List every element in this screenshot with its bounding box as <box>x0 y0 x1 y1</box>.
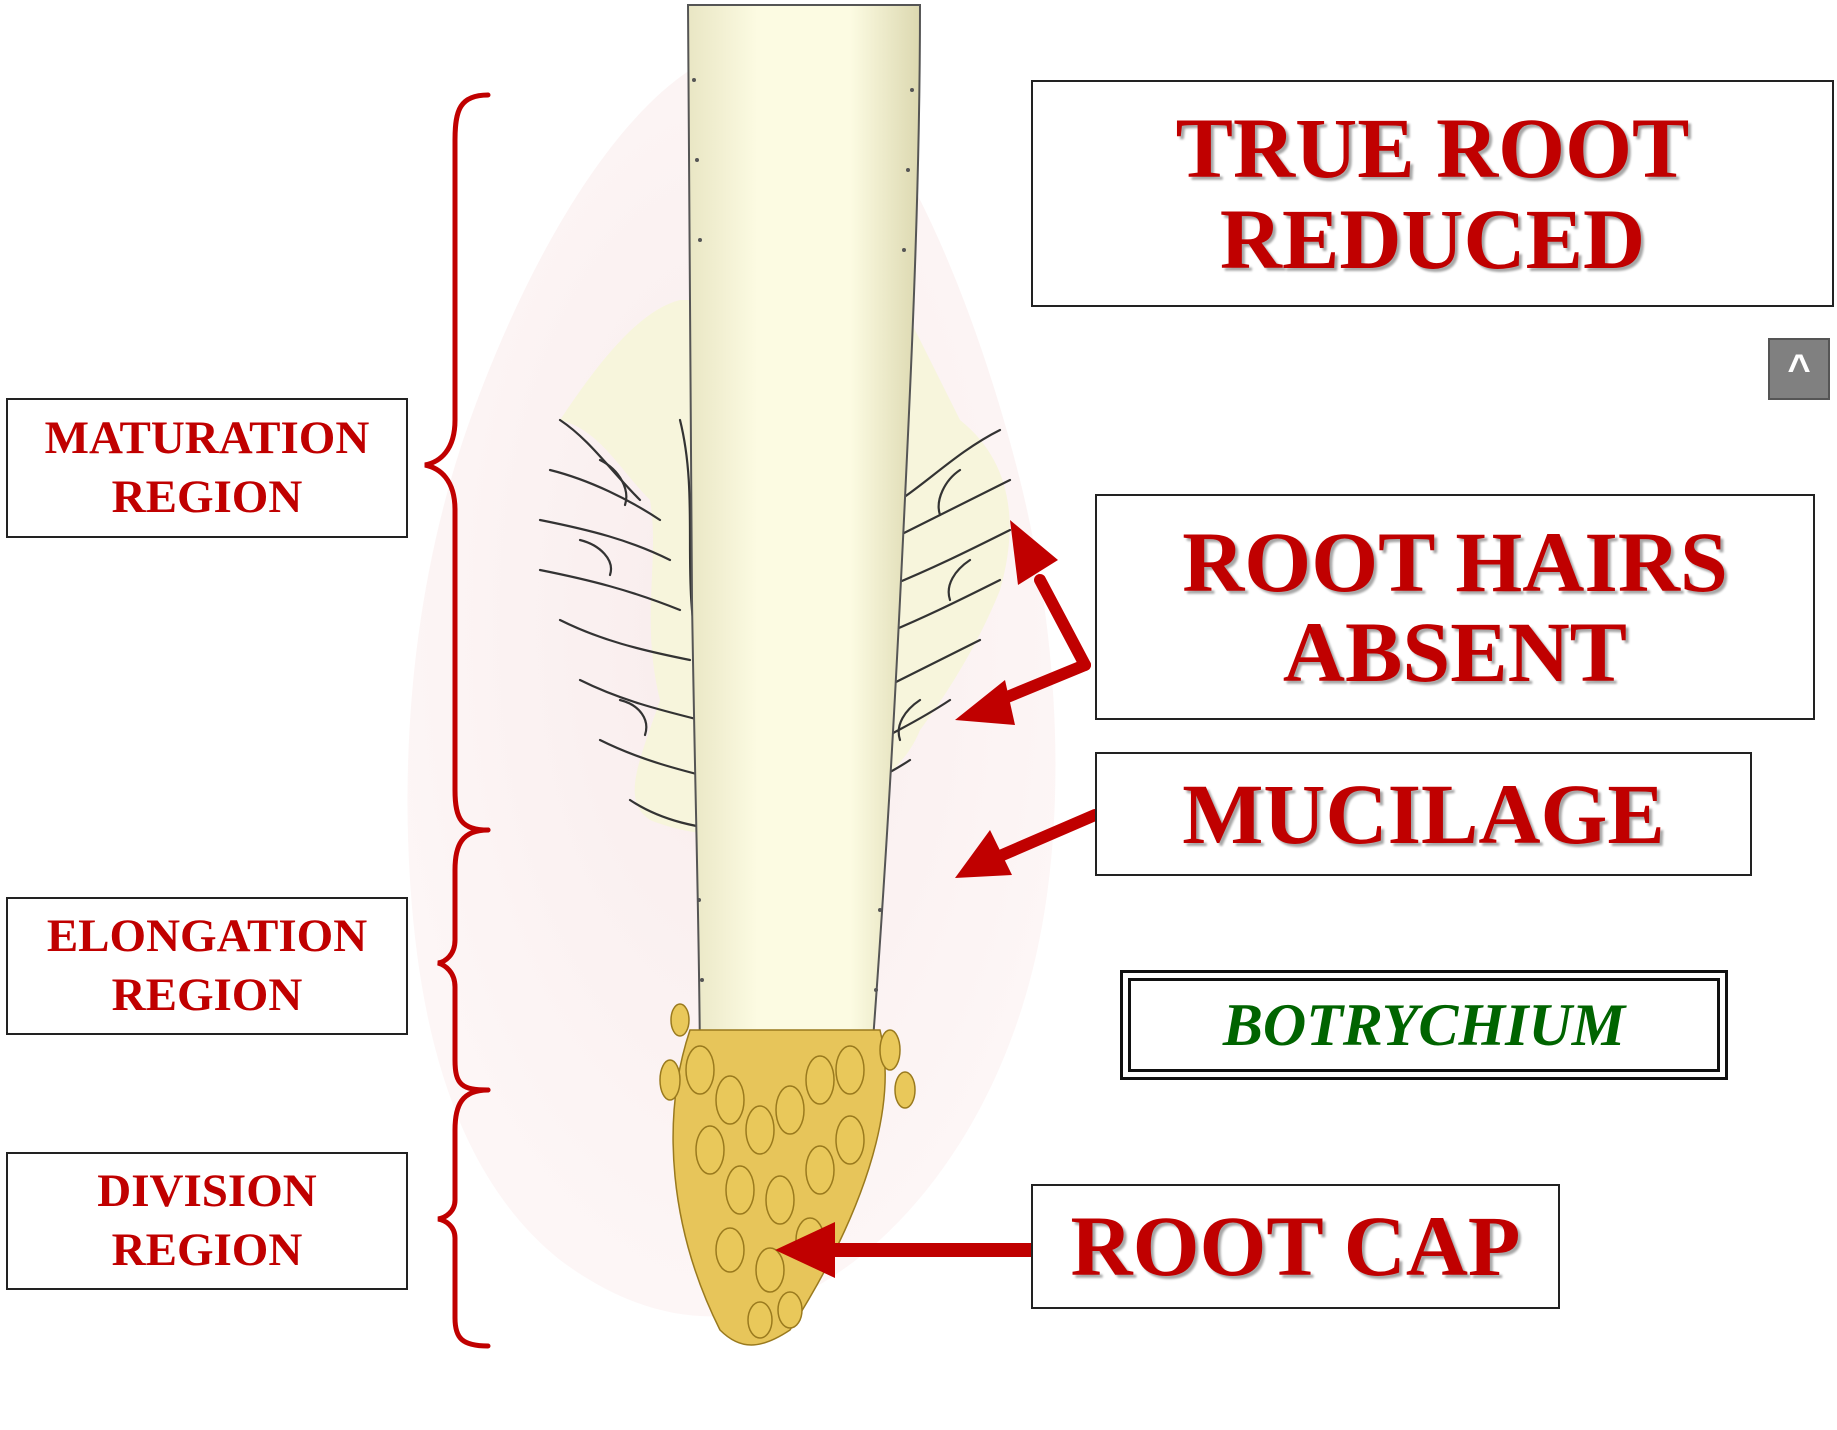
nav-up-button[interactable]: ^ <box>1768 338 1830 400</box>
root-cap-text: ROOT CAP <box>1071 1201 1521 1291</box>
root-hairs-line1: ROOT HAIRS <box>1182 517 1728 607</box>
division-line1: DIVISION <box>97 1162 316 1221</box>
root-hairs-absent-label: ROOT HAIRS ABSENT <box>1095 494 1815 720</box>
root-hairs-line2: ABSENT <box>1283 607 1627 697</box>
true-root-line1: TRUE ROOT <box>1176 103 1690 193</box>
genus-text: BOTRYCHIUM <box>1223 994 1625 1057</box>
division-line2: REGION <box>112 1221 303 1280</box>
mucilage-label: MUCILAGE <box>1095 752 1752 876</box>
elongation-line2: REGION <box>112 966 303 1025</box>
caret-up-icon: ^ <box>1787 347 1810 392</box>
elongation-line1: ELONGATION <box>47 907 367 966</box>
maturation-line1: MATURATION <box>45 409 370 468</box>
maturation-line2: REGION <box>112 468 303 527</box>
maturation-region-label: MATURATION REGION <box>6 398 408 538</box>
true-root-reduced-label: TRUE ROOT REDUCED <box>1031 80 1834 307</box>
true-root-line2: REDUCED <box>1220 194 1645 284</box>
mucilage-text: MUCILAGE <box>1182 769 1665 859</box>
division-region-label: DIVISION REGION <box>6 1152 408 1290</box>
root-cap-label: ROOT CAP <box>1031 1184 1560 1309</box>
elongation-region-label: ELONGATION REGION <box>6 897 408 1035</box>
genus-label: BOTRYCHIUM <box>1128 978 1720 1072</box>
